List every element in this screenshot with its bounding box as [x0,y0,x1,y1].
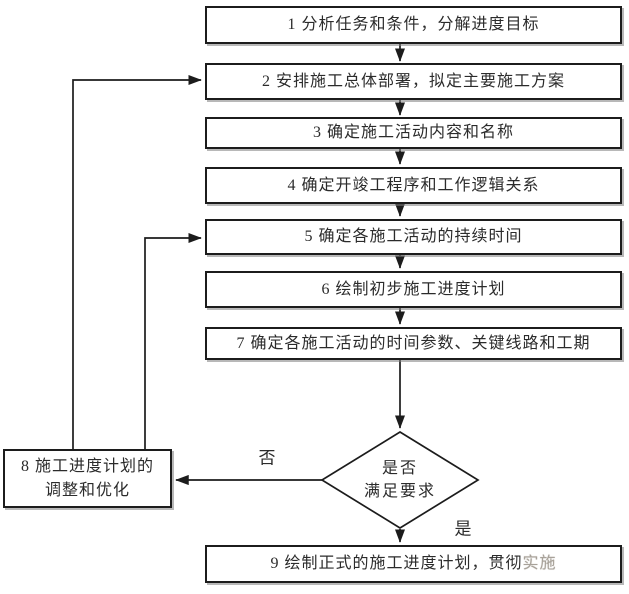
feedback-line-step8-step2 [72,74,202,449]
step-1-label: 1 分析任务和条件，分解进度目标 [287,16,540,33]
step-4-box: 4 确定开竣工程序和工作逻辑关系 [205,167,622,204]
step-2-box: 2 安排施工总体部署，拟定主要施工方案 [205,63,622,100]
edge-label-no: 否 [258,448,276,468]
step-8-label: 8 施工进度计划的调整和优化 [20,457,154,499]
step-9-label-main: 9 绘制正式的施工进度计划，贯彻 [270,555,523,572]
step-5-label: 5 确定各施工活动的持续时间 [304,228,523,245]
step-3-box: 3 确定施工活动内容和名称 [205,117,622,149]
step-6-label: 6 绘制初步施工进度计划 [321,280,506,298]
step-1-box: 1 分析任务和条件，分解进度目标 [205,6,622,44]
step-9-box: 9 绘制正式的施工进度计划，贯彻实施 [205,545,622,583]
step-9-label-faded: 实施 [522,555,557,572]
step-2-label: 2 安排施工总体部署，拟定主要施工方案 [261,72,565,90]
step-8-box: 8 施工进度计划的调整和优化 [3,449,172,508]
feedback-line-step8-step5 [144,232,202,449]
step-4-label: 4 确定开竣工程序和工作逻辑关系 [287,176,540,194]
step-5-box: 5 确定各施工活动的持续时间 [205,219,622,255]
decision-diamond-text: 是否 满足要求 [322,432,478,528]
step-7-box: 7 确定各施工活动的时间参数、关键线路和工期 [205,327,622,360]
step-6-box: 6 绘制初步施工进度计划 [205,271,622,308]
edge-label-yes: 是 [454,519,472,539]
decision-line2: 满足要求 [363,483,436,500]
step-7-label: 7 确定各施工活动的时间参数、关键线路和工期 [236,334,591,352]
decision-line1: 是否 [381,460,418,477]
step-3-label: 3 确定施工活动内容和名称 [312,124,514,141]
decision-diamond-shape [320,431,480,529]
step-9-label: 9 绘制正式的施工进度计划，贯彻实施 [270,552,556,576]
